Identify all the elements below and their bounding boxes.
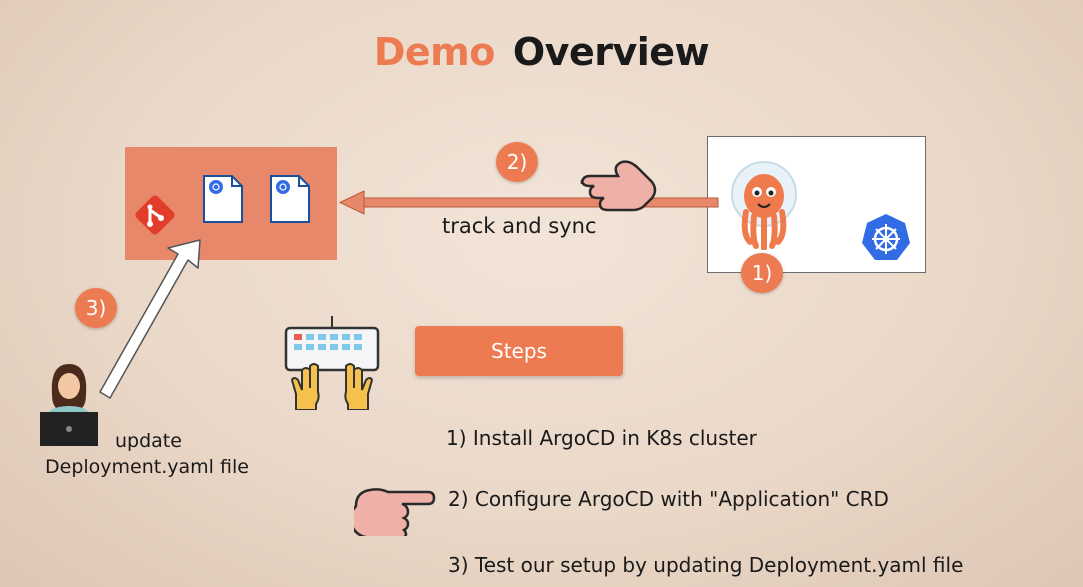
keyboard-typing-icon bbox=[284, 316, 380, 410]
step-2-badge: 2) bbox=[496, 142, 538, 182]
update-label-line1: update bbox=[115, 430, 182, 452]
kubernetes-manifest-icon bbox=[270, 175, 310, 223]
kubernetes-manifest-icon bbox=[203, 175, 243, 223]
developer-avatar-icon bbox=[40, 364, 98, 446]
page-title: Demo Overview bbox=[0, 30, 1083, 74]
pointing-hand-icon bbox=[580, 160, 657, 212]
update-label: update Deployment.yaml file bbox=[45, 428, 249, 480]
title-demo: Demo bbox=[373, 30, 496, 74]
sync-arrow bbox=[338, 190, 719, 215]
git-icon bbox=[135, 195, 175, 235]
step-item-1: 1) Install ArgoCD in K8s cluster bbox=[446, 426, 757, 450]
update-label-line2: Deployment.yaml file bbox=[45, 456, 249, 478]
sync-label: track and sync bbox=[442, 214, 597, 238]
step-3-badge: 3) bbox=[75, 288, 117, 328]
steps-button: Steps bbox=[415, 326, 623, 376]
update-arrow bbox=[99, 239, 201, 399]
title-overview: Overview bbox=[512, 30, 710, 74]
argo-octopus-icon bbox=[731, 161, 797, 250]
step-item-3: 3) Test our setup by updating Deployment… bbox=[448, 553, 964, 577]
step-1-badge: 1) bbox=[741, 253, 783, 293]
step-item-2: 2) Configure ArgoCD with "Application" C… bbox=[448, 487, 889, 511]
pointing-hand-icon bbox=[354, 488, 436, 536]
kubernetes-wheel-icon bbox=[862, 214, 910, 260]
